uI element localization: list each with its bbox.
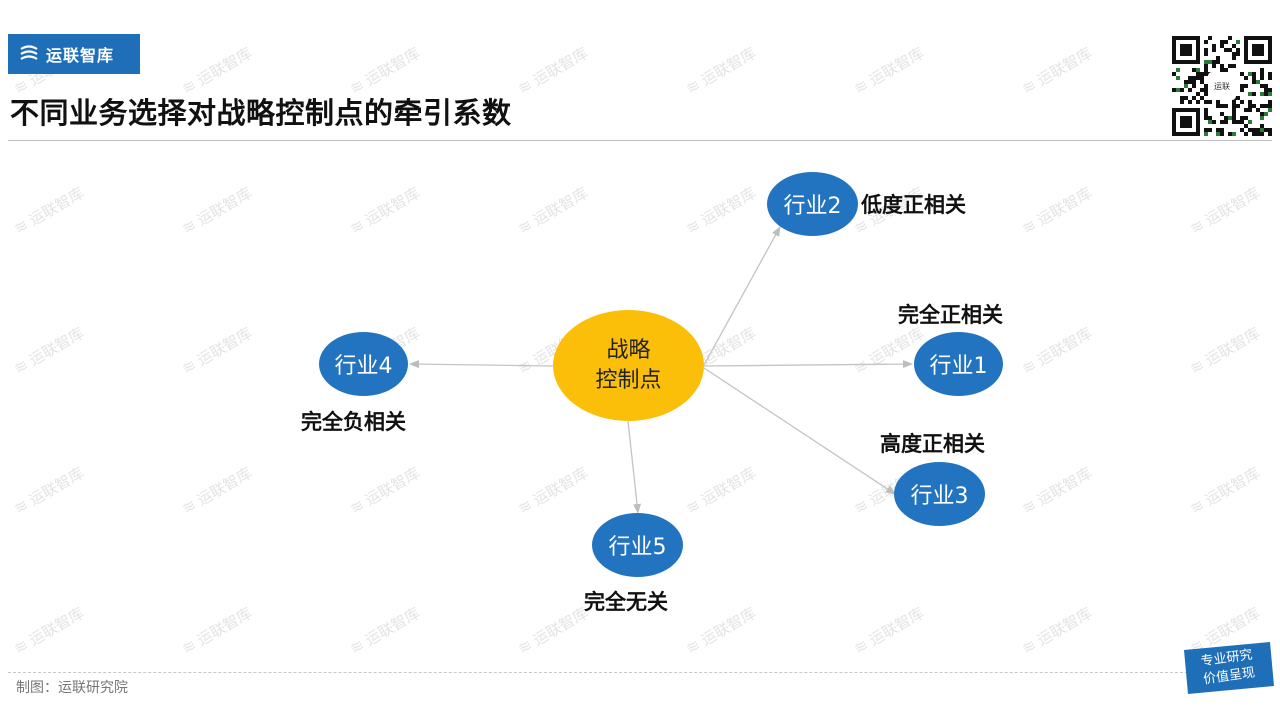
industry-3-label: 行业3: [910, 484, 969, 509]
industry-5-relation-label: 完全无关: [584, 590, 668, 614]
industry-5-node: 行业5: [592, 513, 683, 577]
arrow-to-industry-1: [703, 360, 913, 369]
qr-center-text: 运联: [1214, 81, 1230, 91]
center-node-line2: 控制点: [595, 367, 662, 393]
industry-4-relation-label: 完全负相关: [301, 410, 406, 434]
industry-3-relation-label: 高度正相关: [880, 432, 985, 456]
footer-divider: [8, 672, 1188, 673]
industry-1-node: 行业1: [914, 332, 1003, 396]
arrow-to-industry-4: [409, 360, 554, 369]
industry-4-node: 行业4: [319, 332, 408, 396]
brand-swirl-icon: [18, 43, 40, 65]
strategic-control-point-node: 战略 控制点: [553, 310, 704, 421]
center-node-line1: 战略: [606, 337, 651, 363]
badge-shape: [1184, 642, 1274, 694]
title-divider: [8, 140, 1272, 141]
industry-1-label: 行业1: [929, 354, 988, 379]
industry-1-relation-label: 完全正相关: [898, 303, 1003, 327]
industry-5-label: 行业5: [608, 535, 667, 560]
slogan-badge: 专业研究 价值呈现: [1180, 640, 1276, 696]
qr-center-logo: 运联: [1208, 72, 1236, 100]
source-note: 制图：运联研究院: [16, 680, 128, 696]
arrow-to-industry-3: [703, 367, 896, 495]
industry-2-relation-label: 低度正相关: [861, 193, 966, 217]
industry-2-label: 行业2: [783, 194, 842, 219]
industry-2-node: 行业2: [767, 172, 858, 236]
industry-4-label: 行业4: [334, 354, 393, 379]
brand-logo-text: 运联智库: [46, 46, 115, 65]
arrow-to-industry-2: [703, 226, 781, 366]
page-title: 不同业务选择对战略控制点的牵引系数: [10, 96, 512, 130]
arrow-to-industry-5: [627, 420, 642, 514]
brand-logo: 运联智库: [8, 34, 140, 74]
industry-3-node: 行业3: [894, 462, 985, 526]
qr-code: 运联: [1172, 36, 1272, 136]
